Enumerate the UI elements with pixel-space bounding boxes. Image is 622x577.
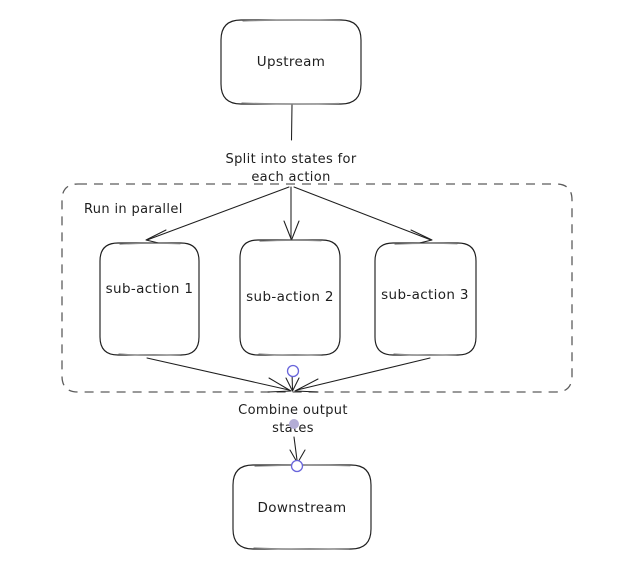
edge-split-to-sub-action-2 (283, 186, 300, 241)
node-sub-action-3-label: sub-action 3 (381, 287, 469, 303)
node-sub-action-2-sketch-understroke (258, 353, 322, 356)
node-sub-action-2[interactable]: sub-action 2 (239, 239, 341, 356)
edge-sub-action-1-to-combine-arrowhead (267, 377, 292, 393)
edge-label-split-line2: each action (251, 170, 330, 185)
parallel-group-label: Run in parallel (84, 202, 183, 217)
node-sub-action-3[interactable]: sub-action 3 (374, 242, 477, 356)
node-upstream-shape (220, 19, 362, 105)
node-sub-action-2-sketch-overstroke (259, 239, 322, 242)
combine-binding-point-icon[interactable] (286, 364, 300, 378)
node-upstream-sketch-overstroke (242, 19, 341, 22)
parallel-group-border (61, 183, 573, 393)
node-downstream[interactable]: Downstream (232, 464, 372, 550)
edge-sub-action-3-to-combine (294, 357, 431, 393)
edge-split-to-sub-action-3 (293, 186, 433, 246)
node-downstream-label: Downstream (257, 500, 346, 516)
node-upstream[interactable]: Upstream (220, 19, 362, 105)
node-upstream-sketch-understroke (241, 102, 340, 105)
node-sub-action-1-sketch-understroke (118, 353, 181, 356)
edge-sub-action-3-to-combine-arrowhead (294, 378, 319, 393)
edge-combine-to-downstream (289, 436, 306, 464)
node-sub-action-3-shape (374, 242, 477, 356)
edge-split-to-sub-action-1-line (146, 186, 290, 241)
edge-sub-action-2-to-combine-arrowhead (285, 377, 300, 392)
node-downstream-sketch-understroke (253, 547, 350, 550)
edge-label-combine-line1: Combine output (238, 403, 348, 418)
edge-split-to-sub-action-3-line (293, 186, 432, 241)
edge-upstream-to-split-line (290, 104, 293, 141)
node-sub-action-3-sketch-overstroke (394, 242, 458, 245)
edge-label-split-line1: Split into states for (225, 152, 356, 167)
node-sub-action-3-sketch-understroke (393, 353, 457, 356)
node-sub-action-2-shape (239, 239, 341, 356)
edge-combine-to-downstream-line (293, 436, 298, 461)
node-sub-action-1-shape (99, 242, 200, 356)
combine-midpoint-handle-icon[interactable] (289, 419, 299, 429)
edge-sub-action-1-to-combine-line (146, 357, 290, 391)
node-upstream-label: Upstream (257, 54, 326, 70)
node-sub-action-1[interactable]: sub-action 1 (99, 242, 200, 356)
node-sub-action-2-label: sub-action 2 (246, 289, 334, 305)
parallel-group-container[interactable] (61, 183, 573, 393)
node-sub-action-1-label: sub-action 1 (106, 281, 194, 297)
edge-upstream-to-split (290, 104, 293, 141)
edge-sub-action-1-to-combine (146, 357, 292, 393)
edge-sub-action-3-to-combine-line (296, 357, 431, 391)
node-sub-action-1-sketch-overstroke (119, 242, 181, 245)
node-downstream-shape (232, 464, 372, 550)
downstream-binding-point-icon[interactable] (290, 459, 304, 473)
